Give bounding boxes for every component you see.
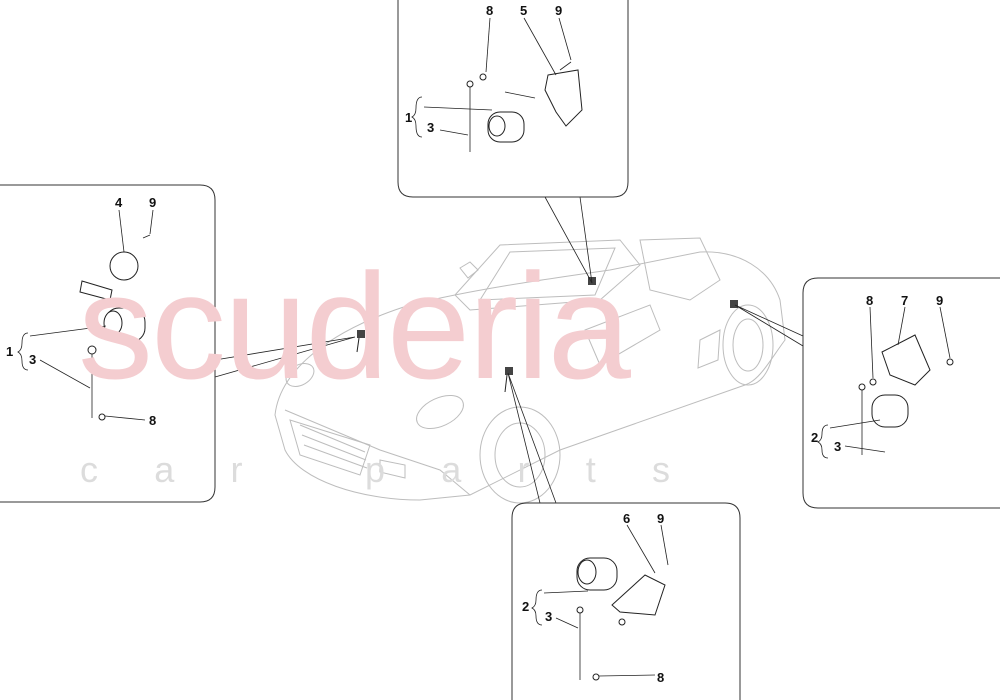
sensor-rear-right[interactable] (730, 300, 738, 308)
label-group-1: 1 (405, 110, 412, 125)
label-part-3: 3 (834, 439, 841, 454)
label-part-9: 9 (555, 3, 562, 18)
car-illustration (274, 237, 786, 504)
panel-bottom: 6 9 2 3 8 (511, 502, 741, 700)
label-part-9: 9 (149, 195, 156, 210)
label-part-7: 7 (901, 293, 908, 308)
sensor-front-left[interactable] (357, 330, 365, 338)
panel-top: 8 5 9 1 3 (397, 0, 629, 198)
label-part-3: 3 (427, 120, 434, 135)
label-group-2: 2 (522, 599, 529, 614)
label-part-5: 5 (520, 3, 527, 18)
leader-lines (214, 196, 804, 504)
label-part-3: 3 (545, 609, 552, 624)
label-part-8: 8 (486, 3, 493, 18)
sensor-locations (356, 277, 738, 393)
panel-right: 8 7 9 2 3 (802, 277, 1000, 509)
label-part-3: 3 (29, 352, 36, 367)
label-group-1: 1 (6, 344, 13, 359)
label-part-6: 6 (623, 511, 630, 526)
panel-left: 4 9 1 3 8 (0, 184, 216, 503)
label-part-9: 9 (657, 511, 664, 526)
label-group-2: 2 (811, 430, 818, 445)
label-part-8: 8 (657, 670, 664, 685)
sensor-front-right[interactable] (505, 367, 513, 375)
label-part-8: 8 (866, 293, 873, 308)
label-part-8: 8 (149, 413, 156, 428)
label-part-9: 9 (936, 293, 943, 308)
label-part-4: 4 (115, 195, 123, 210)
